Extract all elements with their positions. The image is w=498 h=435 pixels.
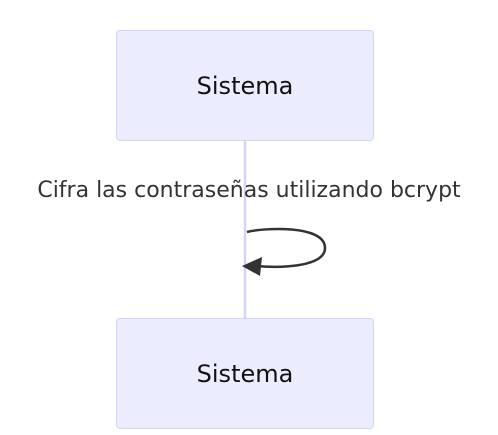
actor-label-top: Sistema bbox=[196, 71, 294, 100]
actor-box-top: Sistema bbox=[116, 30, 374, 141]
arrowhead bbox=[242, 257, 262, 276]
actor-box-bottom: Sistema bbox=[116, 318, 374, 429]
self-message-arrow bbox=[246, 227, 327, 269]
message-label: Cifra las contraseñas utilizando bcrypt bbox=[37, 178, 461, 203]
actor-label-bottom: Sistema bbox=[196, 359, 294, 388]
